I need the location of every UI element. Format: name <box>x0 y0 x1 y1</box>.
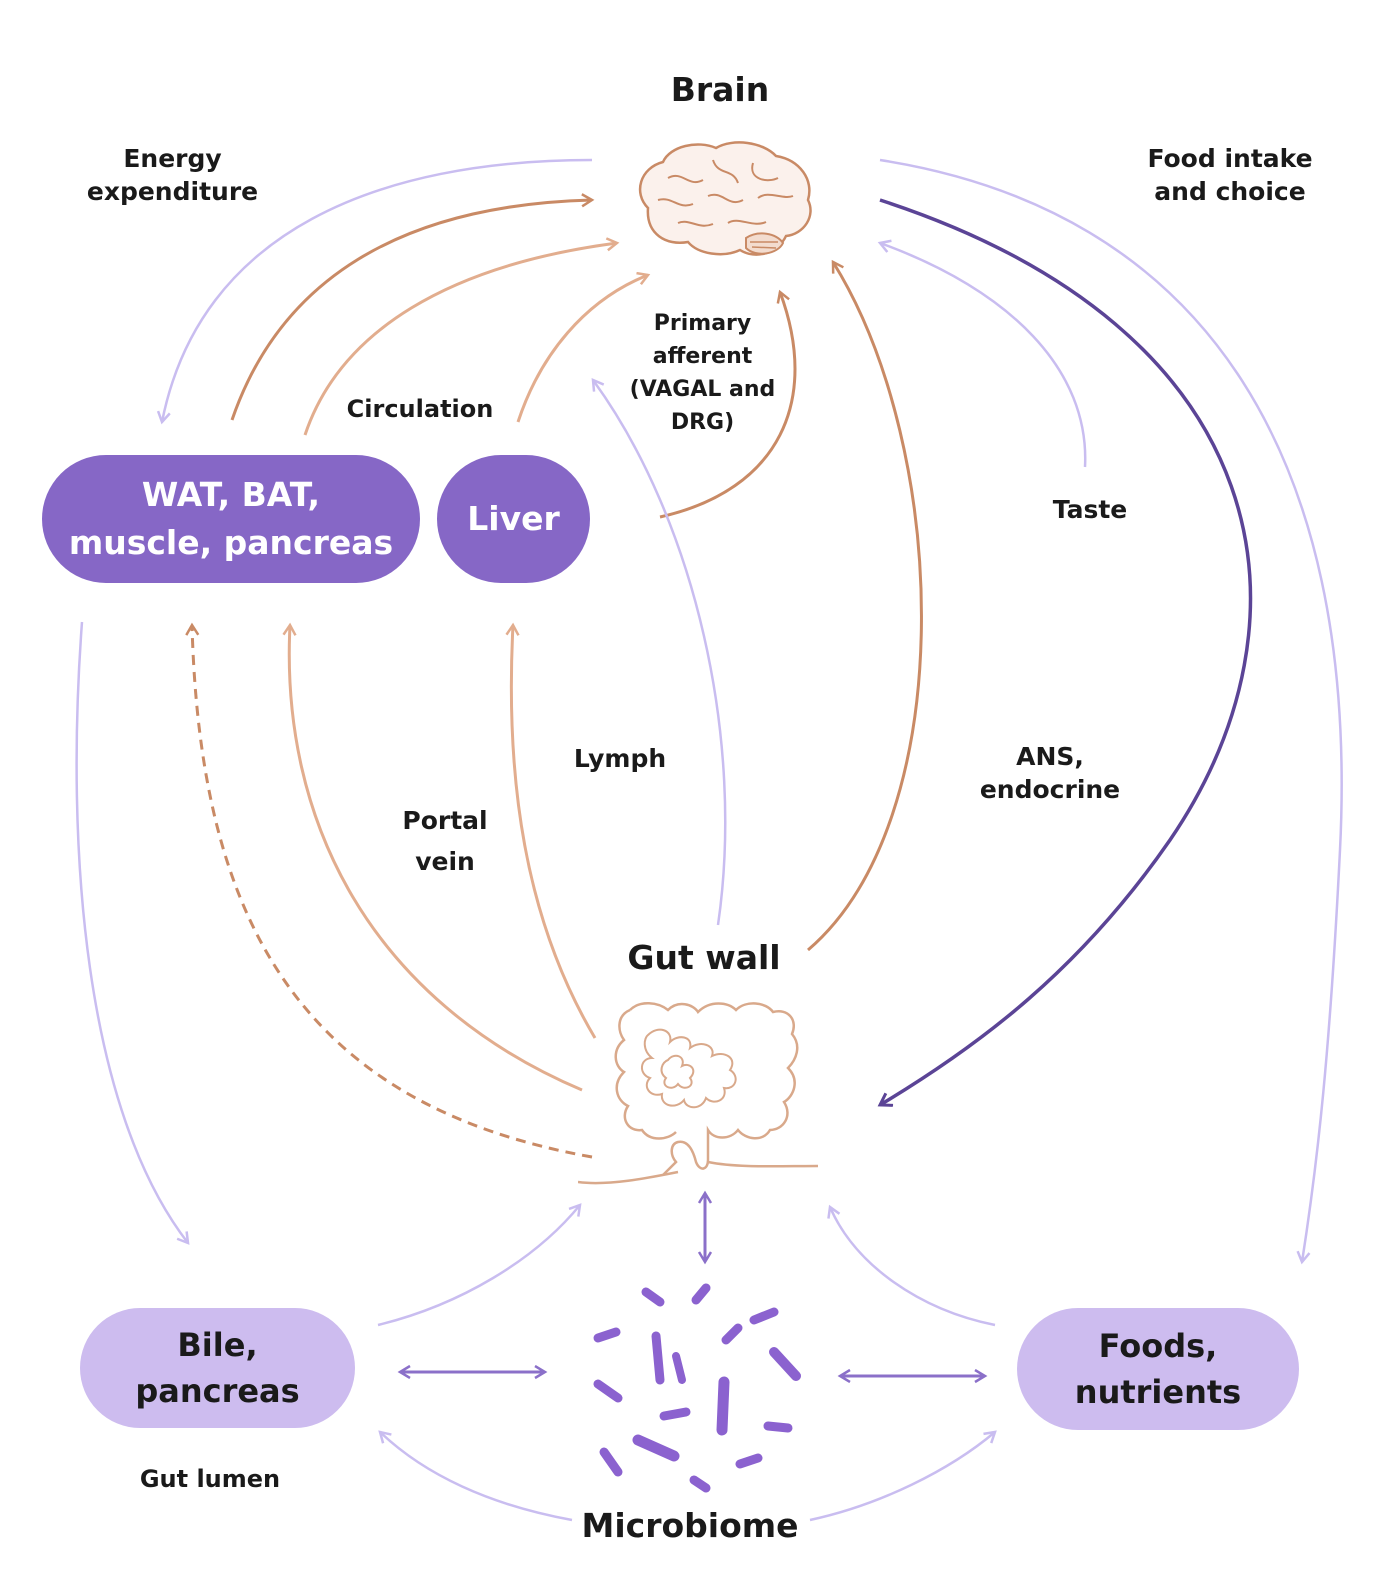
tissues-line-1: WAT, BAT, <box>141 475 321 515</box>
intestine-icon <box>578 1002 819 1185</box>
circulation-label: Circulation <box>346 395 494 423</box>
arrow-brain-to-foods <box>879 158 1343 1262</box>
brain-icon <box>638 141 812 256</box>
primary-afferent-label: Primary afferent (VAGAL and DRG) <box>610 307 795 439</box>
arrow-tissues-to-bile <box>75 621 188 1243</box>
energy-line-2: expenditure <box>86 177 259 206</box>
liver-node: Liver <box>437 455 590 583</box>
foods-line-2: nutrients <box>1074 1373 1242 1411</box>
energy-line-1: Energy <box>123 144 222 173</box>
arrow-microbiome-to-bile <box>380 1432 573 1522</box>
energy-expenditure-label: Energy expenditure <box>60 142 285 208</box>
gut-wall-label: Gut wall <box>627 938 781 977</box>
primary-afferent-line-3: (VAGAL and <box>629 377 776 402</box>
ans-line-1: ANS, <box>1016 742 1084 771</box>
arrow-portal-vein <box>511 625 597 1039</box>
bile-node: Bile, pancreas <box>80 1308 355 1428</box>
ans-line-2: endocrine <box>979 775 1121 804</box>
arrow-gut-to-tissues <box>289 625 583 1092</box>
portal-vein-label: Portal vein <box>380 800 510 883</box>
arrow-gut-to-tissues-dashed <box>192 625 593 1159</box>
portal-vein-line-1: Portal <box>402 806 488 835</box>
food-intake-label: Food intake and choice <box>1120 142 1340 208</box>
ans-endocrine-label: ANS, endocrine <box>960 740 1140 806</box>
arrow-taste-to-brain <box>880 243 1087 468</box>
primary-afferent-line-4: DRG) <box>670 410 735 435</box>
portal-vein-line-2: vein <box>415 847 475 877</box>
tissues-line-2: muscle, pancreas <box>68 523 394 562</box>
arrow-brain-to-tissues <box>162 158 593 422</box>
arrow-microbiome-to-foods <box>809 1432 995 1522</box>
liver-label: Liver <box>467 499 560 539</box>
arrow-foods-to-gut <box>830 1207 996 1327</box>
primary-afferent-line-2: afferent <box>652 344 753 369</box>
primary-afferent-line-1: Primary <box>653 311 752 336</box>
bile-line-2: pancreas <box>135 1372 300 1410</box>
tissues-node: WAT, BAT, muscle, pancreas <box>42 455 420 583</box>
taste-label: Taste <box>1052 495 1128 524</box>
food-intake-line-2: and choice <box>1154 177 1306 206</box>
arrow-gut-to-brain <box>807 262 923 952</box>
microbiome-label: Microbiome <box>581 1506 799 1545</box>
arrow-tissues-to-brain <box>230 200 592 421</box>
arrow-gut-lymph-to-brain <box>593 380 727 926</box>
food-intake-line-1: Food intake <box>1147 144 1313 173</box>
arrow-ans-endocrine <box>880 198 1253 1105</box>
arrow-primary-afferent <box>659 292 797 519</box>
arrow-circulation-to-brain <box>303 243 617 436</box>
brain-label: Brain <box>670 70 770 109</box>
arrow-liver-to-brain <box>516 275 648 423</box>
arrow-bile-to-gut <box>377 1205 580 1327</box>
foods-line-1: Foods, <box>1098 1326 1218 1365</box>
foods-node: Foods, nutrients <box>1017 1308 1299 1430</box>
bile-line-1: Bile, <box>177 1325 258 1364</box>
gut-lumen-label: Gut lumen <box>139 1465 281 1493</box>
bacteria-icon <box>593 1283 801 1493</box>
lymph-label: Lymph <box>573 744 667 773</box>
